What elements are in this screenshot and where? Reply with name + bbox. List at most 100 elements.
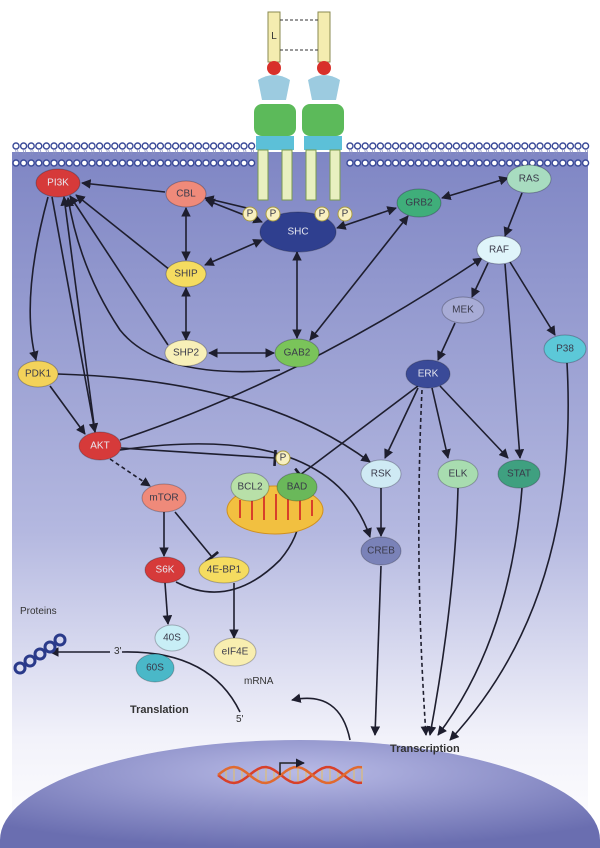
node-label: BCL2 bbox=[237, 482, 262, 493]
amino-acid-bead bbox=[33, 647, 47, 661]
edge-19 bbox=[431, 387, 451, 459]
node-stat[interactable]: STAT bbox=[497, 459, 541, 489]
edge-25 bbox=[60, 196, 96, 433]
edge-15 bbox=[437, 322, 456, 361]
receptor: L bbox=[254, 11, 344, 201]
edge-30 bbox=[120, 447, 277, 467]
edge-20 bbox=[439, 385, 509, 459]
node-4ebp1[interactable]: 4E-BP1 bbox=[198, 556, 250, 584]
node-label: RAF bbox=[489, 245, 509, 256]
edge-18 bbox=[384, 387, 419, 459]
edge-4 bbox=[204, 239, 263, 266]
cell-membrane bbox=[12, 142, 590, 167]
node-ras[interactable]: RAS bbox=[506, 164, 552, 194]
node-bad[interactable]: BAD bbox=[276, 472, 318, 502]
edge-34 bbox=[174, 511, 220, 564]
edge-12 bbox=[441, 175, 509, 201]
node-label: 60S bbox=[146, 663, 164, 674]
edge-44 bbox=[121, 651, 241, 713]
node-bcl2[interactable]: BCL2 bbox=[230, 472, 270, 502]
edge-13 bbox=[503, 192, 523, 237]
node-ship[interactable]: SHIP bbox=[165, 260, 207, 288]
node-label: ELK bbox=[449, 469, 468, 480]
node-akt[interactable]: AKT bbox=[78, 431, 122, 461]
node-label: RSK bbox=[371, 469, 392, 480]
edge-37 bbox=[162, 582, 173, 625]
edge-32 bbox=[109, 458, 151, 487]
node-60s[interactable]: 60S bbox=[135, 653, 175, 683]
node-label: GRB2 bbox=[405, 198, 433, 209]
node-creb[interactable]: CREB bbox=[360, 536, 402, 566]
node-label: MEK bbox=[452, 305, 474, 316]
mrna-label: mRNA bbox=[244, 676, 274, 687]
node-label: RAS bbox=[519, 174, 540, 185]
pathway-edges bbox=[29, 175, 569, 741]
node-grb2[interactable]: GRB2 bbox=[396, 188, 442, 218]
amino-acid-bead bbox=[53, 633, 67, 647]
edge-16 bbox=[509, 261, 556, 336]
node-p38[interactable]: P38 bbox=[543, 334, 587, 364]
five-prime-label: 5' bbox=[236, 714, 244, 725]
edge-45 bbox=[291, 693, 351, 741]
phosphate-label: P bbox=[319, 209, 326, 220]
node-label: BAD bbox=[287, 482, 308, 493]
node-label: PI3K bbox=[47, 178, 69, 189]
node-eif4e[interactable]: eIF4E bbox=[213, 637, 257, 667]
node-label: CREB bbox=[367, 546, 395, 557]
node-label: SHP2 bbox=[173, 348, 200, 359]
node-label: SHIP bbox=[174, 269, 198, 280]
phosphate-3: P bbox=[337, 206, 353, 222]
edge-7 bbox=[69, 195, 169, 346]
nucleus bbox=[0, 740, 600, 848]
transcription-label: Transcription bbox=[390, 743, 460, 755]
node-label: CBL bbox=[176, 189, 196, 200]
node-label: S6K bbox=[156, 565, 175, 576]
amino-acid-bead bbox=[43, 640, 57, 654]
node-shc[interactable]: SHC bbox=[259, 211, 337, 253]
node-label: 4E-BP1 bbox=[207, 565, 242, 576]
amino-acid-bead bbox=[23, 654, 37, 668]
edge-42 bbox=[449, 362, 569, 741]
node-label: P38 bbox=[556, 344, 574, 355]
edge-26 bbox=[64, 197, 281, 373]
node-label: GAB2 bbox=[284, 348, 311, 359]
phosphate-4: P bbox=[275, 450, 291, 466]
node-pdk1[interactable]: PDK1 bbox=[17, 360, 59, 388]
edge-40 bbox=[426, 487, 459, 736]
node-label: AKT bbox=[90, 441, 109, 452]
edge-39 bbox=[370, 565, 382, 736]
edge-3 bbox=[75, 194, 171, 271]
node-cbl[interactable]: CBL bbox=[165, 180, 207, 208]
node-shp2[interactable]: SHP2 bbox=[164, 339, 208, 367]
node-40s[interactable]: 40S bbox=[154, 624, 190, 652]
ligand-label: L bbox=[271, 31, 277, 42]
phosphate-2: P bbox=[314, 206, 330, 222]
node-erk[interactable]: ERK bbox=[405, 359, 451, 389]
node-s6k[interactable]: S6K bbox=[144, 556, 186, 584]
phosphate-0: P bbox=[242, 206, 258, 222]
node-pi3k[interactable]: PI3K bbox=[35, 168, 81, 198]
node-label: eIF4E bbox=[222, 647, 249, 658]
phosphate-label: P bbox=[247, 209, 254, 220]
edge-27 bbox=[49, 385, 86, 435]
edge-11 bbox=[309, 215, 409, 341]
edge-17 bbox=[504, 263, 525, 459]
phosphate-1: P bbox=[265, 206, 281, 222]
node-rsk[interactable]: RSK bbox=[360, 459, 402, 489]
node-label: STAT bbox=[507, 469, 531, 480]
edge-24 bbox=[51, 196, 99, 433]
node-label: SHC bbox=[287, 227, 308, 238]
translation-label: Translation bbox=[130, 704, 189, 716]
node-raf[interactable]: RAF bbox=[476, 235, 522, 265]
node-mtor[interactable]: mTOR bbox=[141, 483, 187, 513]
edge-0 bbox=[81, 179, 166, 193]
node-elk[interactable]: ELK bbox=[437, 459, 479, 489]
amino-acid-bead bbox=[13, 661, 27, 675]
node-gab2[interactable]: GAB2 bbox=[274, 338, 320, 368]
edge-23 bbox=[29, 196, 49, 361]
phosphate-label: P bbox=[280, 453, 287, 464]
node-mek[interactable]: MEK bbox=[441, 296, 485, 324]
edge-21 bbox=[294, 385, 419, 483]
node-label: 40S bbox=[163, 633, 181, 644]
